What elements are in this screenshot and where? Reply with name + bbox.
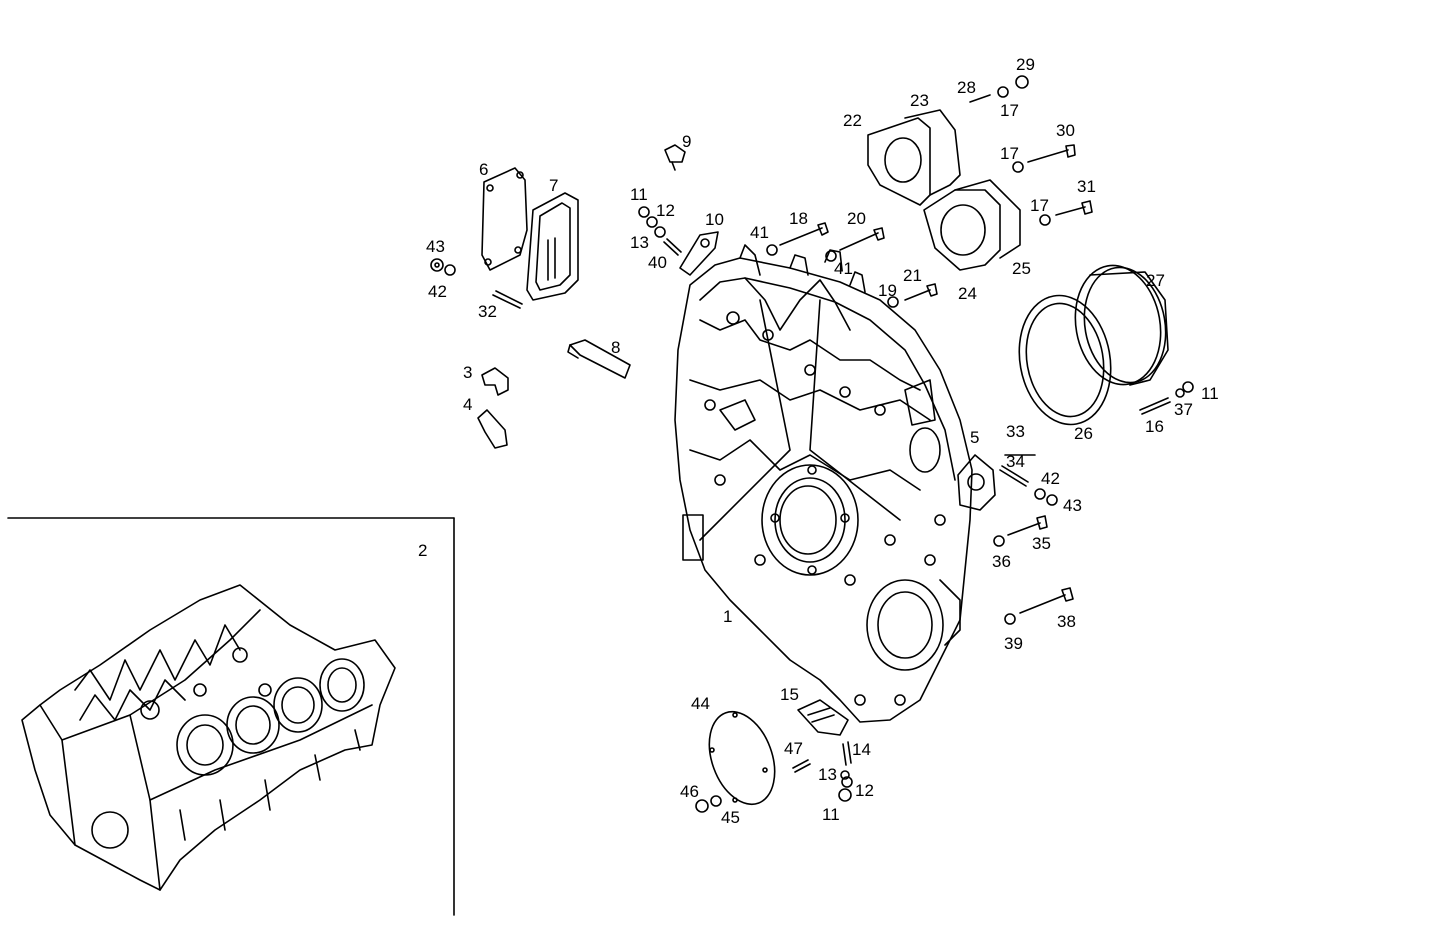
label-42a: 42 — [428, 282, 447, 301]
label-11c: 11 — [822, 805, 840, 824]
gasket-7-drawing — [526, 192, 579, 301]
label-28: 28 — [957, 78, 976, 97]
label-26: 26 — [1074, 424, 1093, 443]
label-38: 38 — [1057, 612, 1076, 631]
label-35: 35 — [1032, 534, 1051, 553]
label-17a: 17 — [1000, 101, 1019, 120]
engine-block-drawing — [21, 584, 396, 891]
label-24: 24 — [958, 284, 977, 303]
label-21: 21 — [903, 266, 922, 285]
cover-plate-6-drawing — [481, 167, 528, 271]
label-41a: 41 — [750, 223, 769, 242]
label-29: 29 — [1016, 55, 1035, 74]
label-39: 39 — [1004, 634, 1023, 653]
label-20: 20 — [847, 209, 866, 228]
label-3: 3 — [463, 363, 472, 382]
label-37: 37 — [1174, 400, 1193, 419]
bottom-parts-drawing — [695, 699, 853, 813]
label-32: 32 — [478, 302, 497, 321]
part-labels: 1 2 3 4 5 6 7 8 9 10 11 12 13 40 43 42 3… — [418, 55, 1219, 827]
label-12b: 12 — [855, 781, 874, 800]
bolt-drawings-top — [766, 222, 938, 308]
label-43b: 43 — [1063, 496, 1082, 515]
label-13a: 13 — [630, 233, 649, 252]
label-19: 19 — [878, 281, 897, 300]
label-1: 1 — [723, 607, 732, 626]
label-41b: 41 — [834, 259, 853, 278]
label-2: 2 — [418, 541, 427, 560]
bolt-drawings-right — [969, 75, 1093, 226]
label-47: 47 — [784, 739, 803, 758]
label-31: 31 — [1077, 177, 1096, 196]
label-36: 36 — [992, 552, 1011, 571]
small-hardware-drawings — [430, 144, 719, 449]
label-12a: 12 — [656, 201, 675, 220]
inset-frame — [7, 517, 455, 916]
label-27: 27 — [1146, 271, 1165, 290]
label-17b: 17 — [1000, 144, 1019, 163]
seal-26-27-drawing — [1018, 264, 1194, 426]
label-42b: 42 — [1041, 469, 1060, 488]
label-45: 45 — [721, 808, 740, 827]
label-18: 18 — [789, 209, 808, 228]
label-4: 4 — [463, 395, 472, 414]
label-5: 5 — [970, 428, 979, 447]
label-25: 25 — [1012, 259, 1031, 278]
label-11a: 11 — [630, 185, 648, 204]
label-44: 44 — [691, 694, 710, 713]
covers-22-25-drawing — [867, 109, 1021, 271]
label-34: 34 — [1006, 452, 1025, 471]
label-17c: 17 — [1030, 196, 1049, 215]
label-14: 14 — [852, 740, 871, 759]
flywheel-housing-drawing — [674, 244, 973, 723]
label-43a: 43 — [426, 237, 445, 256]
label-30: 30 — [1056, 121, 1075, 140]
label-6: 6 — [479, 160, 488, 179]
label-13b: 13 — [818, 765, 837, 784]
label-15: 15 — [780, 685, 799, 704]
label-8: 8 — [611, 338, 620, 357]
label-7: 7 — [549, 176, 558, 195]
label-16: 16 — [1145, 417, 1164, 436]
label-46: 46 — [680, 782, 699, 801]
label-10: 10 — [705, 210, 724, 229]
label-23: 23 — [910, 91, 929, 110]
flange-and-bolts-drawing — [957, 454, 1074, 625]
label-33: 33 — [1006, 422, 1025, 441]
label-40: 40 — [648, 253, 667, 272]
label-9: 9 — [682, 132, 691, 151]
label-11b: 11 — [1201, 384, 1219, 403]
label-22: 22 — [843, 111, 862, 130]
